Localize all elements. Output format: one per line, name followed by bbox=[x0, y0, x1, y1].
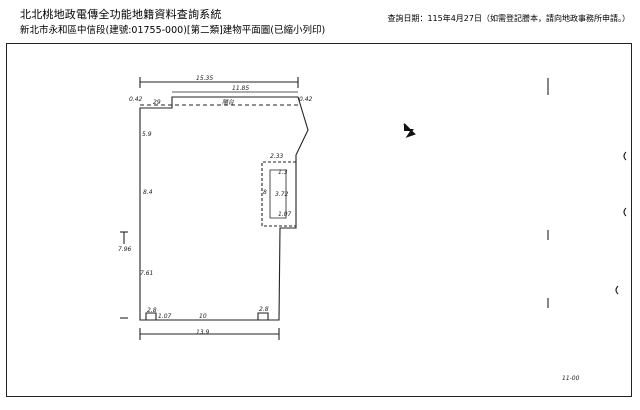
label-page-mark: 11-00 bbox=[562, 375, 580, 382]
label-step-372: 3.72 bbox=[275, 191, 289, 198]
label-dim-29: 29 bbox=[153, 99, 161, 106]
label-step-107: 1.07 bbox=[278, 211, 292, 218]
label-balcony: 陽台 bbox=[222, 98, 235, 106]
stair-notch bbox=[261, 161, 296, 227]
label-step-8: 8 bbox=[263, 189, 267, 196]
label-bottom-107: 1.07 bbox=[158, 313, 172, 320]
pen-mark bbox=[403, 123, 416, 138]
bottom-step-left bbox=[145, 312, 157, 320]
label-bottom-28b: 2.8 bbox=[259, 306, 269, 313]
label-width-bottom: 13.9 bbox=[196, 329, 210, 336]
label-width-inner: 11.85 bbox=[232, 85, 249, 92]
label-bottom-10: 10 bbox=[199, 313, 207, 320]
label-left-59: 5.9 bbox=[142, 131, 152, 138]
label-step-13: 1.3 bbox=[278, 169, 288, 176]
building-outline bbox=[139, 96, 309, 321]
label-step-233: 2.33 bbox=[270, 153, 284, 160]
label-left-796: 7.96 bbox=[118, 246, 132, 253]
document-subtitle: 新北市永和區中信段(建號:01755-000)[第二類]建物平面圖(已縮小列印) bbox=[20, 25, 326, 36]
query-date-note: 查詢日期：115年4月27日（如需登記謄本，請向地政事務所申請。） bbox=[387, 14, 630, 23]
page-title: 北北桃地政電傳全功能地籍資料查詢系統 bbox=[20, 8, 222, 21]
label-left-corner: 0.42 bbox=[129, 96, 143, 103]
label-left-84: 8.4 bbox=[143, 189, 153, 196]
bottom-step-right bbox=[257, 312, 269, 320]
label-right-corner: 0.42 bbox=[299, 96, 313, 103]
stair-inner bbox=[269, 169, 287, 219]
plan-frame bbox=[6, 43, 632, 397]
label-width-top: 15.35 bbox=[196, 75, 213, 82]
label-bottom-28a: 2.8 bbox=[147, 307, 157, 314]
label-left-761: 7.61 bbox=[140, 270, 153, 277]
